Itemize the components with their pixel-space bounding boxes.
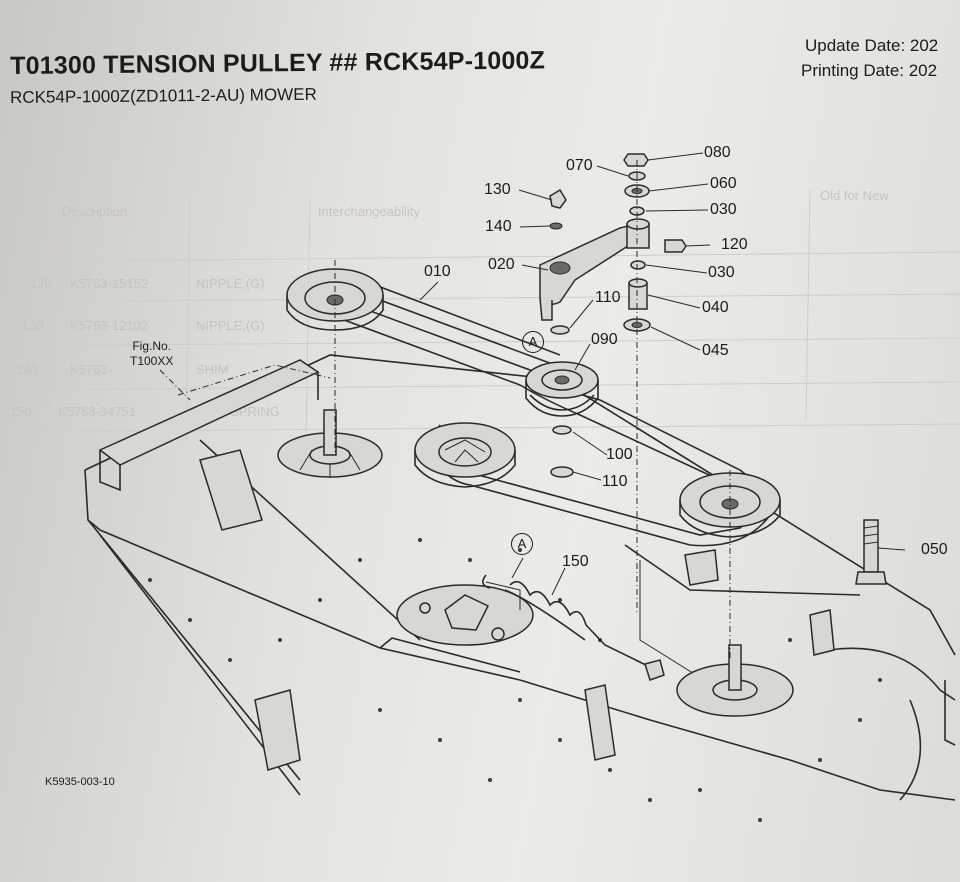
ghost-header-old-new: Old for New [820, 188, 889, 203]
ghost-row-no: 140 [16, 362, 38, 377]
ghost-table-grid [0, 189, 960, 441]
callout-100: 100 [606, 446, 633, 463]
fig-no-label: Fig.No. [132, 339, 172, 353]
callout-110-upper: 110 [595, 289, 621, 306]
ghost-row-no: 150 [10, 404, 32, 419]
ghost-row-desc: NIPPLE,(G) [196, 276, 265, 291]
ghost-row-part: K5763-12102 [70, 318, 149, 333]
ghost-row-desc: NIPPLE,(G) [196, 318, 265, 333]
callout-030-lower: 030 [708, 264, 735, 281]
fig-no-reference: Fig.No. T100XX [130, 339, 173, 369]
callout-040: 040 [702, 299, 729, 316]
exploded-stack-right [549, 153, 687, 612]
leader-lines [419, 152, 906, 596]
center-pulley [414, 422, 516, 488]
mower-deck [84, 354, 956, 822]
ghost-row-part: K5763-34751 [58, 404, 137, 419]
tension-spring-150 [482, 574, 665, 681]
callout-120: 120 [721, 236, 748, 253]
callout-050: 050 [921, 541, 948, 558]
callout-030-upper: 030 [710, 201, 737, 218]
printing-date: Printing Date: 202 [801, 61, 938, 80]
ghost-header-interchange: Interchangeability [318, 204, 420, 219]
callout-110-lower: 110 [602, 473, 628, 490]
ghost-row-part: K5763-15152 [70, 276, 149, 291]
callout-150: 150 [562, 553, 589, 570]
marker-a-lower: A [511, 533, 533, 555]
callout-010: 010 [424, 263, 451, 280]
callout-130: 130 [484, 181, 511, 198]
ghost-row-no: 130 [22, 318, 44, 333]
marker-a-upper: A [522, 331, 544, 353]
callout-045: 045 [702, 342, 729, 359]
ghost-row-desc: SHIM [196, 362, 229, 377]
page-title: T01300 TENSION PULLEY ## RCK54P-1000Z [10, 46, 546, 80]
callout-020: 020 [488, 256, 515, 273]
drawing-code: K5935-003-10 [45, 776, 115, 788]
ghost-header-description: Description [62, 204, 128, 219]
callout-080: 080 [704, 144, 731, 161]
ghost-row-no: 120 [30, 276, 52, 291]
fig-no-value: T100XX [130, 354, 174, 368]
callout-060: 060 [710, 175, 737, 192]
page-subtitle: RCK54P-1000Z(ZD1011-2-AU) MOWER [10, 84, 317, 107]
callout-090: 090 [591, 331, 618, 348]
callout-140: 140 [485, 218, 512, 235]
callout-070: 070 [566, 157, 593, 174]
tension-pulley-090 [525, 361, 599, 417]
ghost-row-part: K5763- [70, 362, 112, 377]
bolt-050 [855, 519, 887, 585]
update-date: Update Date: 202 [805, 36, 939, 55]
